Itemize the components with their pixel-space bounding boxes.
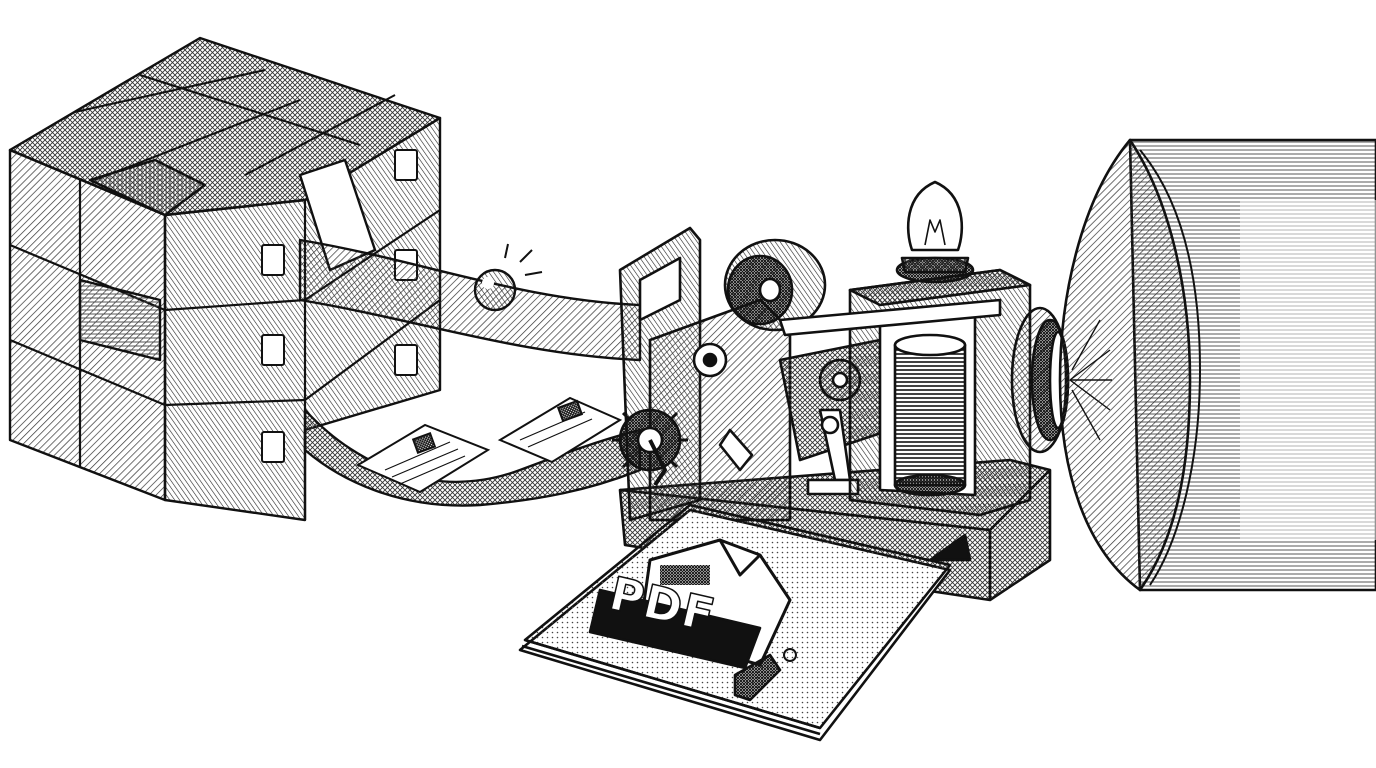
open-drawer-files — [88, 158, 207, 217]
pdf-output-document: PDF — [518, 503, 972, 742]
data-sphere — [473, 243, 543, 312]
light-bulb-icon — [895, 180, 975, 284]
paper-spool — [723, 238, 827, 332]
coil-cylinder — [893, 333, 967, 497]
drawer-handle-icon — [394, 149, 418, 181]
crank-handle — [648, 439, 667, 487]
loose-document-pages — [355, 396, 623, 494]
drawer-handle-icon — [394, 344, 418, 376]
cylinder-face — [1058, 138, 1192, 592]
printing-machine — [612, 180, 1070, 602]
drawer-handle-icon — [261, 244, 285, 276]
tag-icon — [733, 648, 797, 702]
drawer-handle-icon — [261, 334, 285, 366]
pdf-file-icon: PDF — [588, 538, 792, 670]
filing-cabinet-cube — [8, 36, 442, 522]
drawer-handle-icon — [261, 431, 285, 463]
output-cylinder — [1058, 138, 1376, 592]
